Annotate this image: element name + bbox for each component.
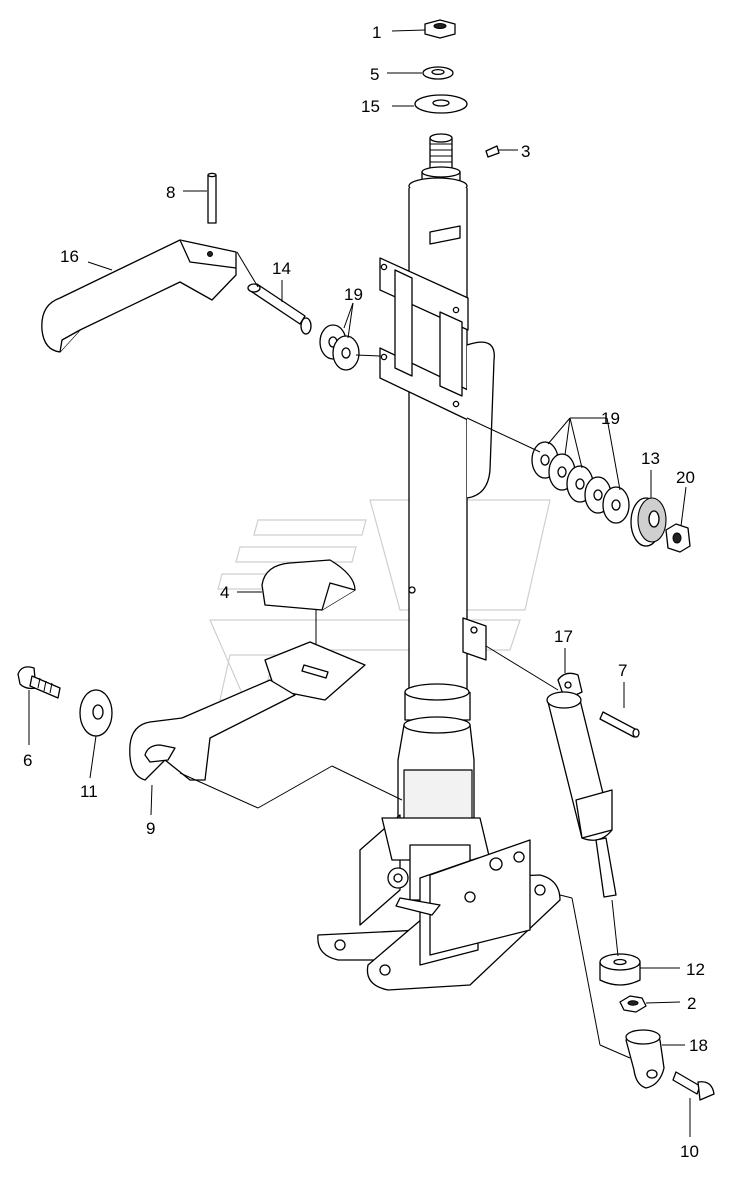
callout-3: 3: [521, 142, 530, 161]
bolt-6: [17, 666, 61, 699]
callout-15: 15: [361, 97, 380, 116]
nut-20: [665, 523, 691, 553]
callout-6: 6: [23, 751, 32, 770]
callout-18: 18: [689, 1036, 708, 1055]
callout-2: 2: [687, 994, 696, 1013]
callout-14: 14: [272, 259, 291, 278]
bushing-12: [599, 953, 641, 986]
callout-labels: 1 5 15 3 8 16 14 19 19 13 20 4 17 7 6 11…: [23, 23, 708, 1161]
gas-spring-17: [546, 672, 617, 898]
steering-column: [379, 133, 495, 826]
callout-17: 17: [554, 627, 573, 646]
callout-8: 8: [166, 183, 175, 202]
callout-19-upper: 19: [344, 285, 363, 304]
base-bracket: [317, 814, 561, 991]
callout-4: 4: [220, 583, 229, 602]
bolt-10: [672, 1071, 715, 1101]
washer-11: [79, 689, 113, 737]
watermark-logo-icon: [209, 499, 551, 701]
nut-2: [619, 995, 647, 1013]
callout-16: 16: [60, 247, 79, 266]
pin-14: [247, 283, 312, 335]
callout-1: 1: [372, 23, 381, 42]
callout-9: 9: [146, 819, 155, 838]
lever-16: [41, 239, 237, 353]
pin-8: [207, 172, 217, 224]
callout-11: 11: [80, 782, 98, 801]
washers-19-stack: [531, 441, 630, 524]
callout-13: 13: [641, 449, 660, 468]
pad-4: [261, 559, 356, 611]
rod-end-18: [625, 1029, 665, 1089]
callout-20: 20: [676, 468, 695, 487]
bushing-13: [630, 497, 667, 547]
pin-7: [599, 711, 640, 738]
callout-7: 7: [618, 661, 627, 680]
pedal-arm-9: [129, 641, 366, 781]
pin-3: [485, 145, 500, 158]
washer-5: [422, 66, 454, 80]
washers-19-pair: [319, 324, 360, 371]
callout-10: 10: [680, 1142, 699, 1161]
callout-12: 12: [686, 960, 705, 979]
callout-19-stack: 19: [601, 409, 620, 428]
callout-5: 5: [370, 65, 379, 84]
leader-lines: [28, 29, 691, 1137]
washer-15: [414, 94, 468, 114]
nut-1: [424, 19, 456, 39]
